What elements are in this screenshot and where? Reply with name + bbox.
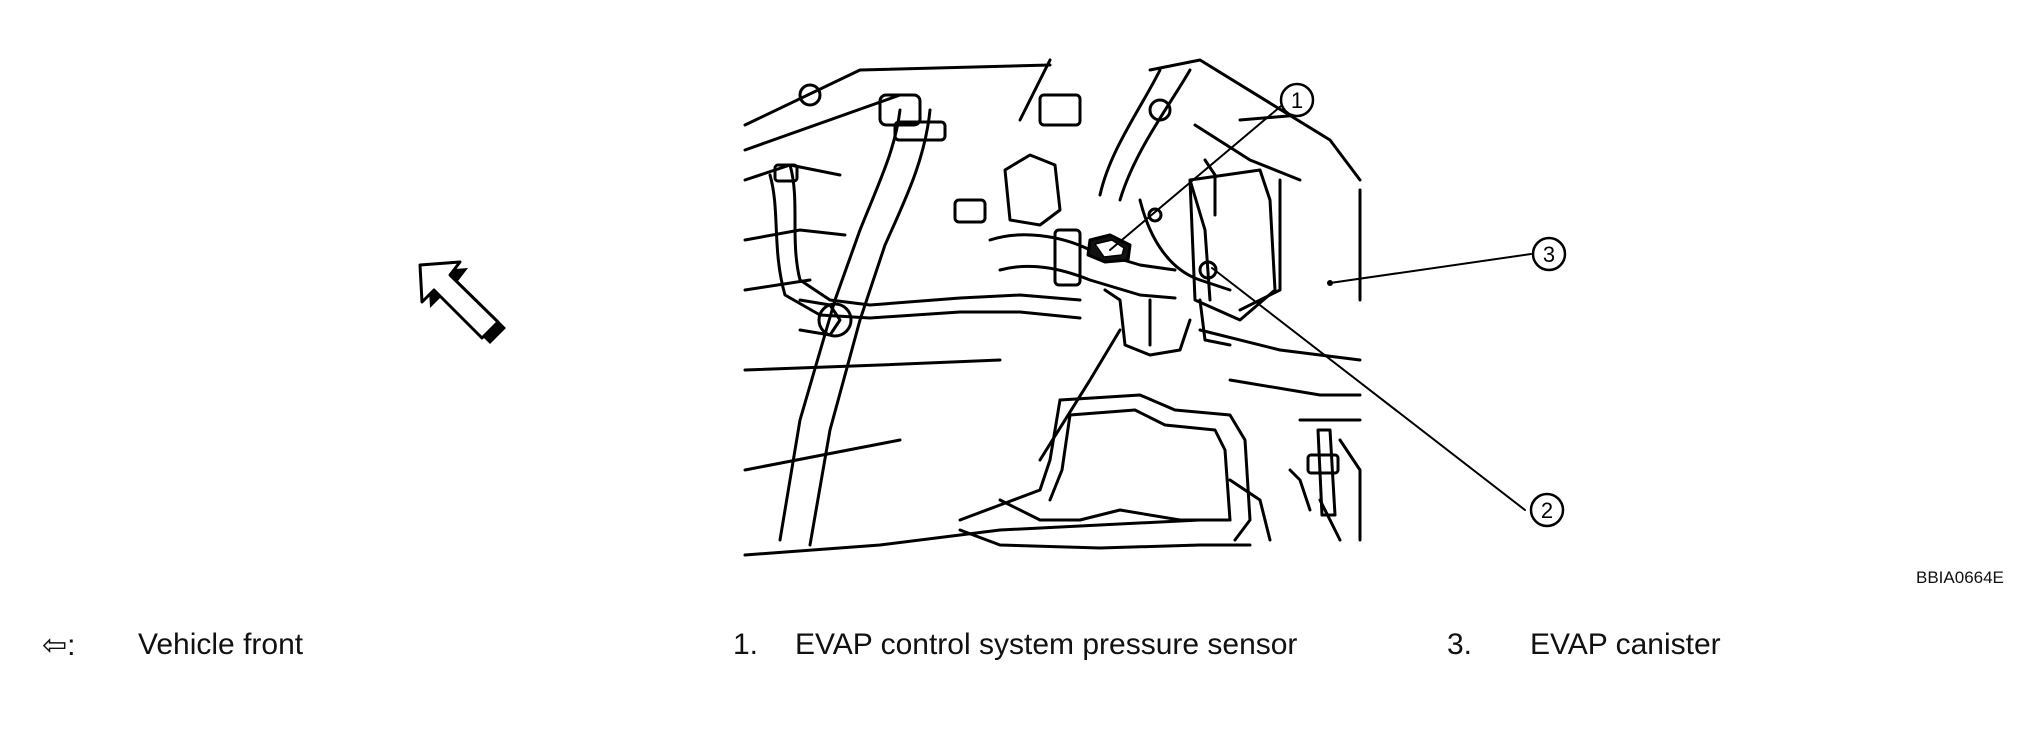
- callout-circle-2: [1529, 492, 1565, 528]
- callout-circle-1: [1279, 82, 1315, 118]
- lower-bracket: [958, 393, 1252, 550]
- figure-code: BBIA0664E: [1916, 568, 2004, 587]
- callout-number-2: 2: [1541, 498, 1553, 523]
- callout-number-1: 1: [1291, 88, 1303, 113]
- vehicle-front-symbol: ⇦:: [42, 629, 76, 662]
- vehicle-front-arrow-icon: [418, 260, 506, 344]
- evap-hoses: [768, 68, 1232, 547]
- evap-canister: [1103, 158, 1277, 357]
- legend-number-3: 3.: [1447, 628, 1473, 661]
- callout-circle-3: [1531, 236, 1567, 272]
- vehicle-front-label: Vehicle front: [138, 628, 304, 661]
- chassis-outline: [743, 58, 1362, 557]
- mount-bolt: [1288, 428, 1340, 517]
- legend-label-1: EVAP control system pressure sensor: [795, 628, 1298, 661]
- callout-number-3: 3: [1543, 242, 1555, 267]
- callout-leaders: [1109, 105, 1532, 511]
- hose-clamps: [773, 83, 1172, 338]
- legend-number-1: 1.: [733, 628, 759, 661]
- legend-label-3: EVAP canister: [1530, 628, 1721, 661]
